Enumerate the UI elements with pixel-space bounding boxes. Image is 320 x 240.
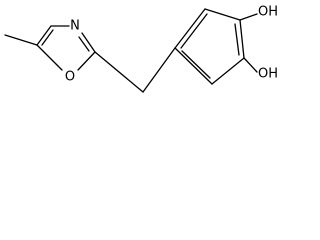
bond-o1-c5 [36,44,63,71]
bond-hydroxyl-upper [239,13,258,21]
ring-nitrogen-label: N [70,19,80,34]
bond-benzene-5-inner [181,50,211,79]
bond-benzene-1 [174,8,206,49]
hydroxyl-lower-label: OH [258,67,278,82]
ring-oxygen-label: O [65,70,75,85]
hydroxyl-upper-label: OH [258,5,278,20]
bond-benzene-3-inner [234,23,240,56]
bond-benzene-5 [174,47,213,85]
bond-n3-c2 [81,32,96,53]
bond-hydroxyl-lower [243,57,258,73]
bond-c5-c4-inner [41,29,54,46]
chemical-structure-diagram: N O OH OH [4,5,278,93]
bond-c2-ch2 [94,51,144,93]
bond-benzene-3 [239,19,245,59]
bond-ch2-aryl [142,47,176,93]
bond-c5-c4 [36,25,52,46]
bond-benzene-2 [204,8,241,21]
bond-benzene-4 [211,57,245,85]
bond-methyl [4,34,38,46]
bond-c2-o1 [77,51,96,71]
bond-benzene-1-inner [180,13,208,49]
bond-n3-c2-inner [78,36,90,52]
